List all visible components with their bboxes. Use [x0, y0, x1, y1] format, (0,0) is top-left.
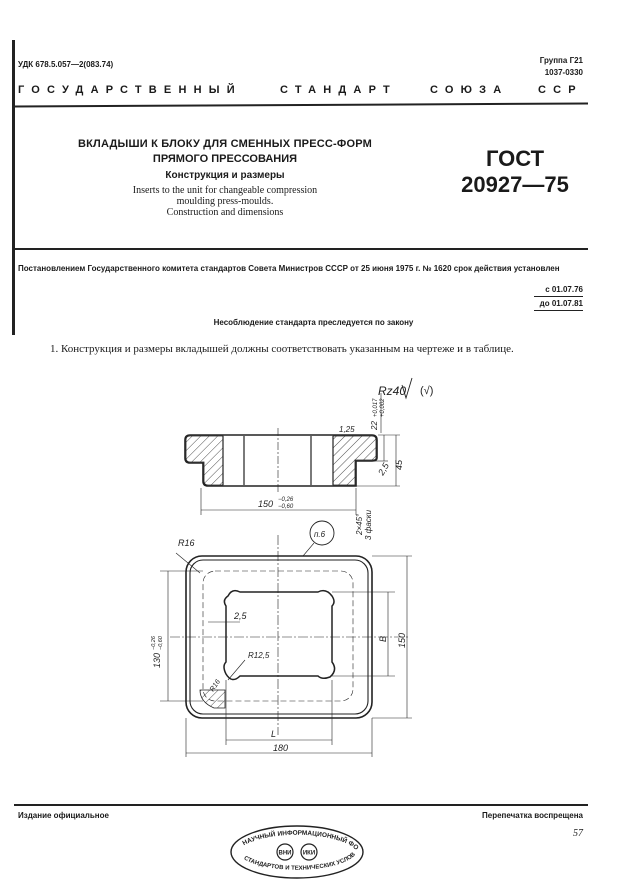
group-code: Группа Г21 1037-0330: [540, 55, 583, 79]
local-roughness: 1,25: [339, 425, 355, 434]
roughness-symbol: Rz40: [378, 384, 406, 398]
banner-word-2: СТАНДАРТ: [280, 84, 397, 96]
roughness-paren: (√): [420, 385, 433, 397]
udk-code: УДК 678.5.057—2(083.74): [18, 60, 114, 69]
banner-word-3: СОЮЗА: [430, 84, 509, 96]
step-2-5-dim: 2,5: [376, 460, 392, 478]
chamfer-note-1: 2×45°: [355, 513, 364, 536]
state-standard-banner: ГОСУДАРСТВЕННЫЙ СТАНДАРТ СОЮЗА ССР: [18, 84, 588, 96]
title-en-line2: moulding press-moulds.: [176, 196, 274, 207]
title-en-line3: Construction and dimensions: [166, 207, 284, 218]
pocket-L-dim: L: [271, 729, 276, 739]
height-130-tol-lower: −0,60: [158, 635, 164, 650]
wall-2-5-dim: 2,5: [233, 611, 248, 621]
gost-label: ГОСТ: [485, 146, 545, 171]
side-150-dim: 150: [397, 633, 407, 648]
scan-edge-bar: [12, 40, 15, 335]
height-130-dim: 130: [152, 653, 162, 668]
chamfer-note-2: 3 фаски: [364, 509, 373, 540]
header-rule: [13, 102, 589, 108]
valid-to: до 01.07.81: [533, 297, 583, 311]
thickness-tol-lower: +0,002: [380, 398, 386, 417]
banner-word-1: ГОСУДАРСТВЕННЫЙ: [18, 84, 242, 96]
title-ru-line2: ПРЯМОГО ПРЕССОВАНИЯ: [152, 153, 298, 165]
paragraph-1: 1. Конструкция и размеры вкладышей должн…: [50, 343, 514, 355]
gost-designation: ГОСТ 20927—75: [440, 146, 590, 198]
reprint-prohibited-note: Перепечатка воспрещена: [482, 811, 583, 820]
radius-16-top: R16: [178, 538, 195, 548]
page-number: 57: [573, 828, 583, 839]
decree-text: Постановлением Государственного комитета…: [18, 264, 560, 273]
technical-drawing: Rz40 (√) 1,25 22 +0,017 +0,002 45 2,5 15…: [151, 377, 433, 757]
title-ru-subtitle: Конструкция и размеры: [165, 170, 285, 181]
plan-view: [160, 520, 412, 757]
height-130-tol-upper: −0,26: [151, 635, 157, 650]
plan-dimensions: R16 п.6 130 −0,26 −0,60 2,5 R12,5 R16 B …: [151, 530, 407, 753]
width-150-tol-upper: −0,26: [278, 497, 294, 503]
width-150-dim: 150: [258, 499, 273, 509]
footer-rule: [14, 804, 588, 806]
law-notice: Несоблюдение стандарта преследуется по з…: [213, 318, 414, 327]
thickness-tol-upper: +0,017: [373, 398, 379, 417]
height-45-dim: 45: [394, 459, 404, 470]
valid-from: с 01.07.76: [533, 283, 583, 297]
group-label: Группа Г21: [539, 56, 583, 65]
section-dimensions: Rz40 (√) 1,25 22 +0,017 +0,002 45 2,5 15…: [258, 377, 433, 540]
pocket-B-dim: B: [378, 636, 388, 642]
stamp-right-mark: ИКИ: [303, 851, 315, 857]
title-ru-line1: ВКЛАДЫШИ К БЛОКУ ДЛЯ СМЕННЫХ ПРЕСС-ФОРМ: [77, 138, 372, 150]
title-en: Inserts to the unit for changeable compr…: [55, 185, 395, 218]
title-rule: [14, 248, 588, 250]
note-ref: п.6: [314, 530, 326, 539]
title-block: ВКЛАДЫШИ К БЛОКУ ДЛЯ СМЕННЫХ ПРЕСС-ФОРМ …: [55, 138, 395, 218]
section-view: [184, 393, 400, 515]
library-stamp: НАУЧНЫЙ ИНФОРМАЦИОННЫЙ ФОНД СТАНДАРТОВ И…: [222, 820, 364, 879]
okp-code: 1037-0330: [544, 68, 583, 77]
width-150-tol-lower: −0,60: [278, 504, 294, 510]
thickness-dim: 22: [370, 421, 379, 431]
gost-number: 20927—75: [461, 172, 569, 197]
width-180-dim: 180: [273, 743, 288, 753]
banner-word-4: ССР: [538, 84, 583, 96]
official-edition-note: Издание официальное: [18, 811, 109, 820]
radius-12-5: R12,5: [248, 651, 270, 660]
title-en-line1: Inserts to the unit for changeable compr…: [132, 185, 318, 196]
stamp-left-mark: ВНИ: [279, 851, 292, 857]
validity-dates: с 01.07.76 до 01.07.81: [533, 283, 583, 311]
